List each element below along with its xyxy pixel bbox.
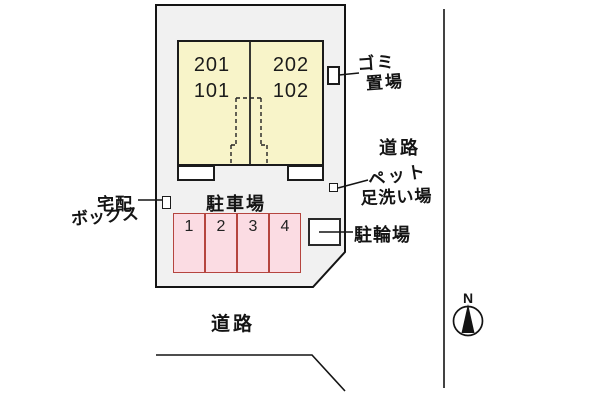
garbage-label-line2: 置場 [365,71,405,94]
unit-101: 101 [193,80,231,102]
pet-wash-box [329,183,338,192]
unit-label-left: 201 101 [180,52,244,104]
garbage-area-box [327,66,340,85]
north-label: N [462,290,474,306]
north-compass [452,304,484,337]
parking-lot-label: 駐車場 [206,194,266,214]
unit-102: 102 [272,80,310,102]
parking-space-1: 1 [173,213,205,273]
garbage-area-label: ゴミ 置場 [357,52,405,95]
road-label-bottom: 道路 [211,314,256,335]
entrance-porch-right [287,165,324,181]
unit-201: 201 [193,54,231,76]
entrance-porch-left [177,165,215,181]
bicycle-parking-label: 駐輪場 [354,225,411,245]
road-label-right: 道路 [379,138,421,158]
parking-space-4: 4 [269,213,301,273]
parking-spaces: 1 2 3 4 [173,213,301,273]
delivery-box-label-line1: 宅配 [97,195,133,214]
delivery-locker-box [162,196,171,209]
parking-space-3: 3 [237,213,269,273]
bicycle-parking-box [308,218,341,246]
unit-label-right: 202 102 [259,52,323,104]
unit-202: 202 [272,54,310,76]
road-edge-line-bottom [156,354,346,392]
parking-space-2: 2 [205,213,237,273]
pet-wash-label-line2: 足洗い場 [360,186,433,208]
compass-needle-icon [461,304,475,333]
